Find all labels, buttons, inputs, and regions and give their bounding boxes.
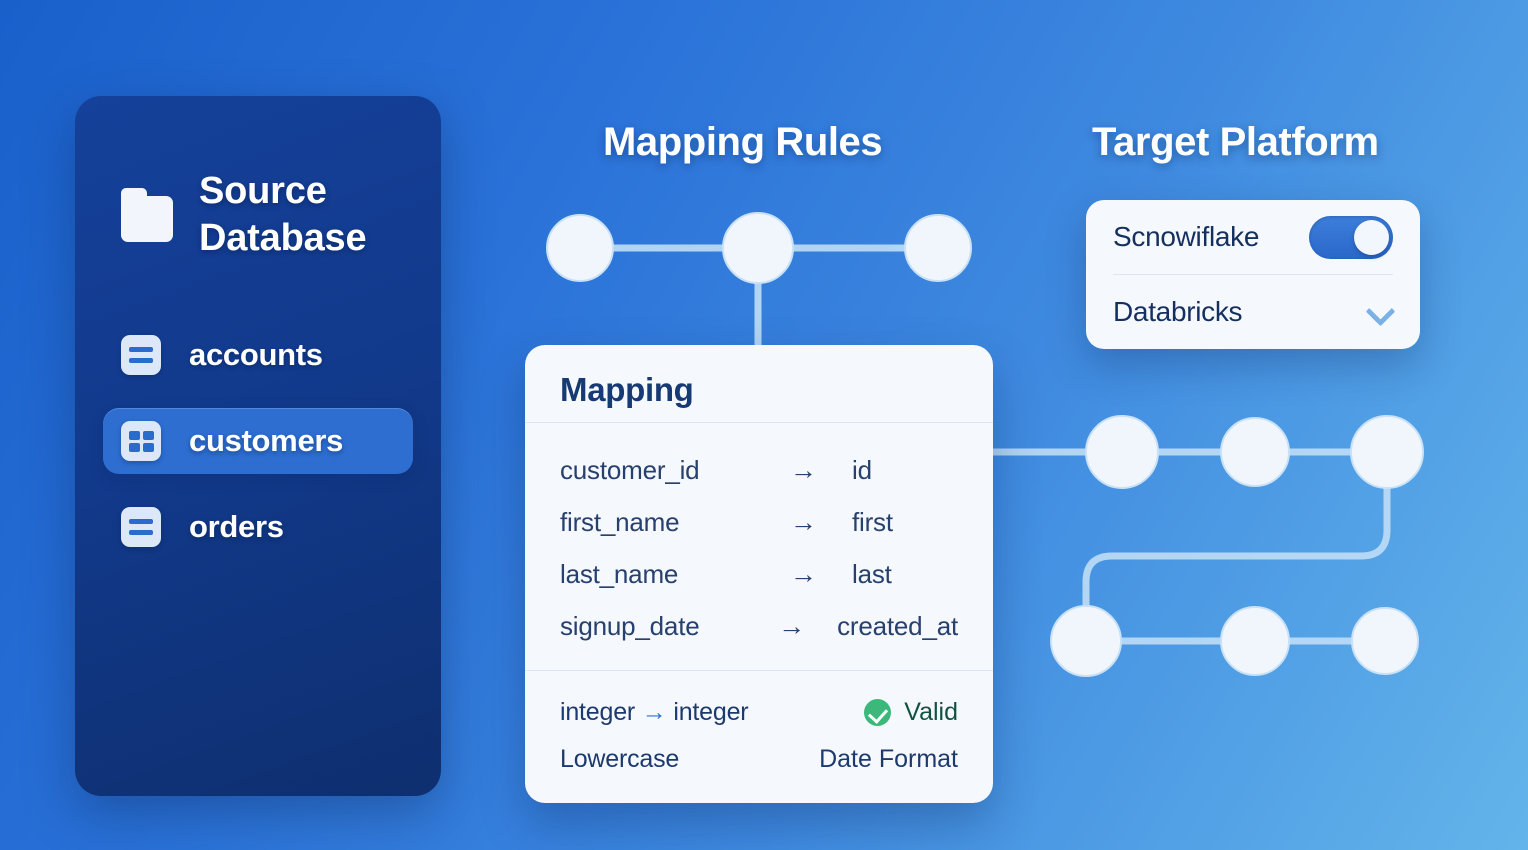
- mapping-rules-heading: Mapping Rules: [603, 120, 883, 164]
- mapping-target-field: created_at: [837, 610, 958, 641]
- field-mapping-list: customer_id → id first_name → first last…: [525, 422, 993, 670]
- edge-s-route: [1082, 484, 1391, 645]
- panel-header: Source Database: [75, 96, 441, 262]
- graph-node[interactable]: [1050, 605, 1122, 677]
- sidebar-item-customers[interactable]: customers: [103, 408, 413, 475]
- platform-label: Databricks: [1113, 296, 1243, 327]
- graph-node[interactable]: [1220, 606, 1290, 676]
- mapping-source-field: last_name: [560, 558, 679, 589]
- table-rows-icon: [121, 507, 161, 548]
- mapping-arrow-icon: →: [790, 454, 817, 485]
- mapping-source-field: signup_date: [560, 610, 700, 641]
- mapping-row[interactable]: customer_id → id: [560, 444, 958, 496]
- mapping-row[interactable]: signup_date → created_at: [560, 600, 958, 652]
- divider: [525, 670, 993, 671]
- type-and-status-row: integer → integer Valid: [560, 689, 958, 736]
- graph-node[interactable]: [722, 212, 794, 284]
- divider: [525, 421, 993, 423]
- mapping-target-field: id: [852, 454, 872, 485]
- panel-title: Source Database: [199, 168, 367, 262]
- mapping-arrow-icon: →: [790, 558, 817, 589]
- graph-node[interactable]: [1220, 417, 1290, 487]
- source-database-panel: Source Database accounts customers order…: [75, 96, 441, 796]
- mapping-source-field: customer_id: [560, 454, 700, 485]
- sidebar-item-orders[interactable]: orders: [103, 494, 413, 560]
- graph-node[interactable]: [546, 214, 614, 282]
- panel-title-line2: Database: [199, 217, 367, 260]
- panel-title-line1: Source: [199, 170, 327, 212]
- graph-node[interactable]: [1085, 415, 1159, 489]
- type-conversion: integer → integer: [560, 698, 864, 727]
- toggle-knob: [1354, 219, 1389, 255]
- mapping-row[interactable]: last_name → last: [560, 548, 958, 600]
- check-circle-icon: [864, 699, 892, 726]
- mapping-arrow-icon: →: [790, 506, 817, 537]
- status-label: Valid: [904, 698, 958, 726]
- platform-row-databricks[interactable]: Databricks: [1086, 275, 1420, 349]
- platform-label: Scnowiflake: [1113, 221, 1260, 252]
- sidebar-item-label: customers: [189, 423, 344, 459]
- divider: [1113, 274, 1393, 275]
- mapping-arrow-icon: →: [778, 610, 806, 641]
- platform-toggle[interactable]: [1309, 215, 1393, 259]
- target-platform-card: Scnowiflake Databricks: [1086, 200, 1420, 349]
- mapping-card: Mapping customer_id → id first_name → fi…: [525, 345, 993, 803]
- mapping-source-field: first_name: [560, 506, 680, 537]
- graph-node[interactable]: [1351, 607, 1419, 675]
- table-list: accounts customers orders: [75, 322, 441, 560]
- target-platform-heading: Target Platform: [1092, 120, 1379, 164]
- platform-row-snowflake[interactable]: Scnowiflake: [1086, 200, 1420, 274]
- transform-label: Lowercase: [560, 745, 680, 773]
- format-label: Date Format: [819, 745, 958, 773]
- status-badge: Valid: [864, 698, 958, 727]
- sidebar-item-label: accounts: [189, 337, 323, 373]
- graph-node[interactable]: [1350, 415, 1424, 489]
- folder-icon: [121, 188, 173, 243]
- type-from: integer: [560, 698, 636, 726]
- table-grid-icon: [121, 421, 161, 462]
- graph-node[interactable]: [904, 214, 972, 282]
- transform-row: Lowercase Date Format: [560, 736, 958, 783]
- mapping-target-field: last: [852, 558, 892, 589]
- mapping-row[interactable]: first_name → first: [560, 496, 958, 548]
- sidebar-item-accounts[interactable]: accounts: [103, 322, 413, 388]
- table-rows-icon: [121, 335, 161, 376]
- mapping-target-field: first: [852, 506, 893, 537]
- mapping-meta-section: integer → integer Valid Lowercase Date F…: [525, 671, 993, 803]
- type-to: integer: [673, 698, 749, 726]
- mapping-card-title: Mapping: [560, 371, 694, 408]
- sidebar-item-label: orders: [189, 509, 284, 545]
- type-arrow-icon: →: [641, 698, 667, 726]
- chevron-down-icon[interactable]: [1367, 299, 1393, 325]
